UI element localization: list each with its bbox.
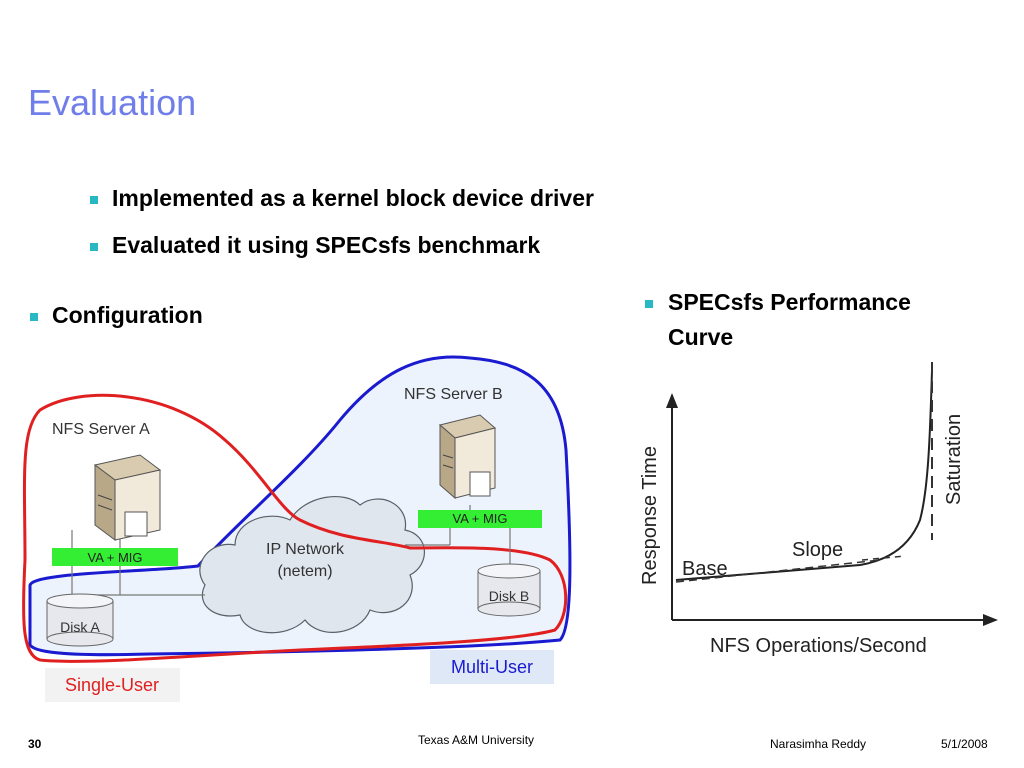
disk-a-label: Disk A (60, 619, 100, 635)
bullet-kernel-driver: Implemented as a kernel block device dri… (112, 185, 594, 211)
netem-label: (netem) (277, 563, 332, 580)
performance-curve-diagram: Base Slope Saturation Response Time NFS … (639, 362, 998, 657)
base-label: Base (682, 558, 728, 580)
y-axis-arrow (666, 393, 678, 408)
slide-title: Evaluation (28, 82, 197, 123)
single-user-region (22, 393, 568, 663)
disk-b-icon (477, 563, 541, 617)
configuration-diagram: VA + MIG VA + MIG Disk A Disk B NFS Serv… (22, 355, 572, 702)
server-b-label: NFS Server B (404, 386, 503, 403)
bullet-perf-curve-line2: Curve (668, 324, 734, 350)
single-user-label: Single-User (65, 675, 159, 695)
disk-a-icon (46, 593, 114, 647)
slope-dashed-line (861, 555, 906, 561)
multi-user-label: Multi-User (451, 657, 533, 677)
y-axis-label: Response Time (639, 446, 661, 585)
multi-user-tag (430, 650, 554, 684)
va-mig-b-label: VA + MIG (452, 511, 507, 526)
bullet-marker (90, 243, 98, 251)
va-mig-b-box (418, 510, 542, 528)
server-a-label: NFS Server A (52, 421, 150, 438)
bullet-marker (645, 300, 653, 308)
base-dashed-line (675, 559, 881, 583)
bullet-marker (30, 313, 38, 321)
footer-author: Narasimha Reddy (770, 737, 867, 751)
disk-b-label: Disk B (489, 588, 529, 604)
ip-network-label: IP Network (266, 541, 345, 558)
va-mig-a-label: VA + MIG (87, 550, 142, 565)
server-a-icon (93, 454, 162, 541)
slope-label: Slope (792, 539, 843, 561)
x-axis-arrow (983, 614, 998, 626)
page-number: 30 (28, 737, 42, 751)
bullet-marker (90, 196, 98, 204)
va-mig-a-box (52, 548, 178, 566)
footer-institution: Texas A&M University (418, 733, 535, 747)
saturation-label: Saturation (943, 414, 965, 505)
footer-date: 5/1/2008 (941, 737, 988, 751)
bullet-perf-curve-line1: SPECsfs Performance (668, 289, 911, 315)
server-b-icon (438, 414, 497, 500)
bullet-specsfs: Evaluated it using SPECsfs benchmark (112, 232, 541, 258)
single-user-tag (45, 668, 180, 702)
bullet-configuration: Configuration (52, 302, 203, 328)
x-axis-label: NFS Operations/Second (710, 635, 927, 657)
